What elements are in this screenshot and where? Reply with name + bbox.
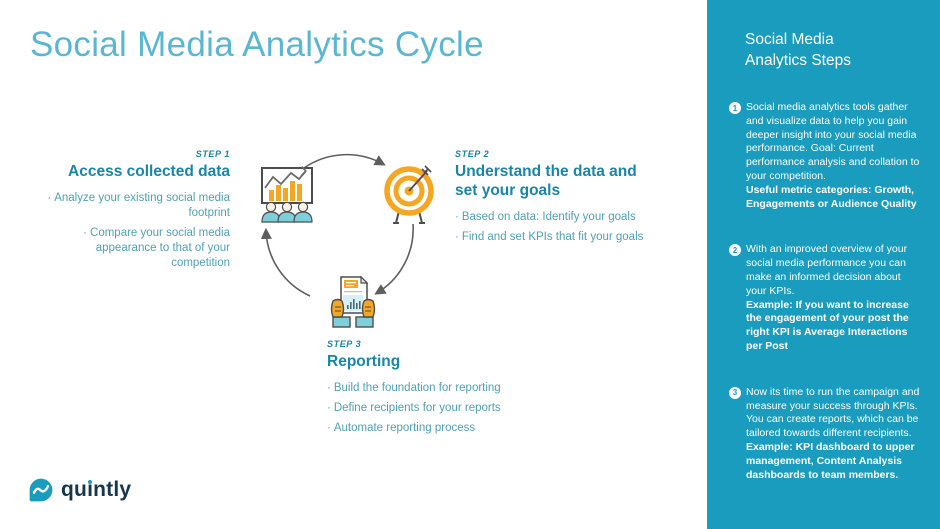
step-bullet-text: Find and set KPIs that fit your goals [461, 231, 644, 243]
step-bullet: ·Analyze your existing social media foot… [40, 191, 230, 221]
step-bullet-text: Compare your social media appearance to … [90, 227, 230, 269]
report-in-hands-icon [330, 275, 376, 328]
step-bullet-text: Based on data: Identify your goals [461, 211, 636, 223]
step-bullet: ·Build the foundation for reporting [327, 381, 557, 396]
step-number-badge: 2 [729, 244, 741, 257]
cycle-arrow-top [303, 153, 386, 169]
bullet-marker: · [47, 192, 52, 204]
bullet-marker: · [455, 231, 459, 243]
cycle-arrow-left [260, 227, 311, 297]
step-block-2: STEP 2 Understand the data and set your … [455, 149, 670, 250]
quintly-logo-icon [29, 478, 53, 502]
step-bullet-text: Build the foundation for reporting [333, 382, 501, 394]
step-bullet-text: Define recipients for your reports [333, 402, 501, 414]
step-label: STEP 3 [327, 339, 362, 349]
step-label: STEP 2 [455, 149, 490, 159]
cycle-arrows [260, 153, 414, 297]
step-bullet-text: Analyze your existing social media footp… [54, 192, 230, 219]
sidebar-step-item-3: 3 Now its time to run the campaign and m… [729, 386, 924, 483]
step-heading: Understand the data and set your goals [455, 163, 637, 199]
step-label: STEP 1 [195, 149, 230, 159]
page-title: Social Media Analytics Cycle [30, 25, 484, 64]
analytics-chart-audience-icon [261, 166, 313, 223]
step-heading: Access collected data [68, 163, 230, 180]
target-goal-icon [384, 165, 434, 224]
bullet-marker: · [327, 402, 331, 414]
step-block-3: STEP 3 Reporting ·Build the foundation f… [327, 339, 557, 441]
sidebar-steps-list: 1 Social media analytics tools gather an… [729, 101, 924, 482]
step-bullet: ·Automate reporting process [327, 421, 557, 436]
sidebar-step-highlight: Useful metric categories: Growth, Engage… [746, 183, 917, 210]
sidebar-title: Social Media Analytics Steps [745, 31, 851, 69]
step-bullet: ·Compare your social media appearance to… [40, 226, 230, 271]
sidebar-step-item-1: 1 Social media analytics tools gather an… [729, 101, 924, 211]
step-number-badge: 3 [729, 386, 741, 399]
step-bullet-text: Automate reporting process [333, 422, 476, 434]
step-block-1: STEP 1 Access collected data ·Analyze yo… [40, 149, 230, 276]
cycle-arrow-right [374, 223, 414, 295]
step-heading: Reporting [327, 353, 401, 370]
sidebar-step-highlight: Example: If you want to increase the eng… [746, 298, 909, 352]
sidebar-step-highlight: Example: KPI dashboard to upper manageme… [746, 440, 915, 481]
brand-wordmark: quıntly [61, 478, 132, 501]
bullet-marker: · [327, 382, 331, 394]
bullet-marker: · [327, 422, 331, 434]
sidebar-step-text: Now its time to run the campaign and mea… [746, 385, 920, 440]
bullet-marker: · [83, 227, 88, 239]
quintly-logo: quıntly [28, 477, 131, 503]
sidebar-step-item-2: 2 With an improved overview of your soci… [729, 243, 924, 353]
bullet-marker: · [455, 211, 459, 223]
sidebar: Social Media Analytics Steps 1 Social me… [707, 0, 940, 529]
sidebar-step-text: With an improved overview of your social… [746, 243, 908, 297]
step-number-badge: 1 [729, 102, 741, 114]
step-bullet: ·Define recipients for your reports [327, 401, 557, 416]
step-bullet: ·Based on data: Identify your goals [455, 210, 670, 225]
sidebar-step-text: Social media analytics tools gather and … [746, 101, 920, 182]
step-bullet: ·Find and set KPIs that fit your goals [455, 230, 670, 245]
